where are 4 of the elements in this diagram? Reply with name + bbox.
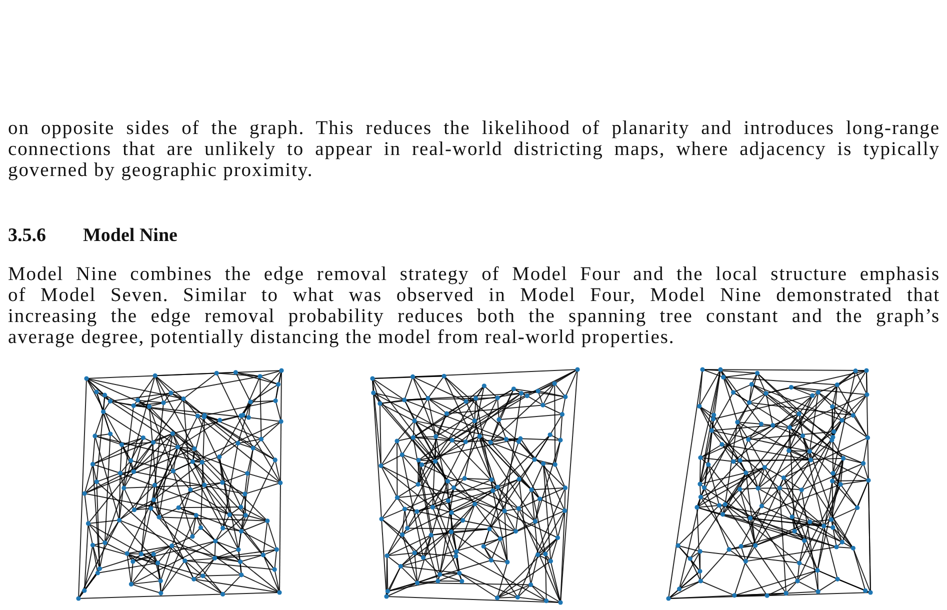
body-paragraph: on opposite sides of the graph. This reduces the likelihood of planarity and introduces long-range connections that are unlikely to appear in real-world districting maps, where adjacency is typically governed by geographic proximity. [8,118,940,181]
body-paragraph: Model Nine combines the edge removal strategy of Model Four and the local structure emphasis of Model Seven. Similar to what was observed in Model Four, Model Nine demonstrated that increasing the edge removal probability reduces both the spanning tree constant and the graph’s average degree, potentially distancing the model from real-world properties. [8,264,940,348]
section-title: Model Nine [83,225,178,247]
section-number: 3.5.6 [8,225,46,247]
